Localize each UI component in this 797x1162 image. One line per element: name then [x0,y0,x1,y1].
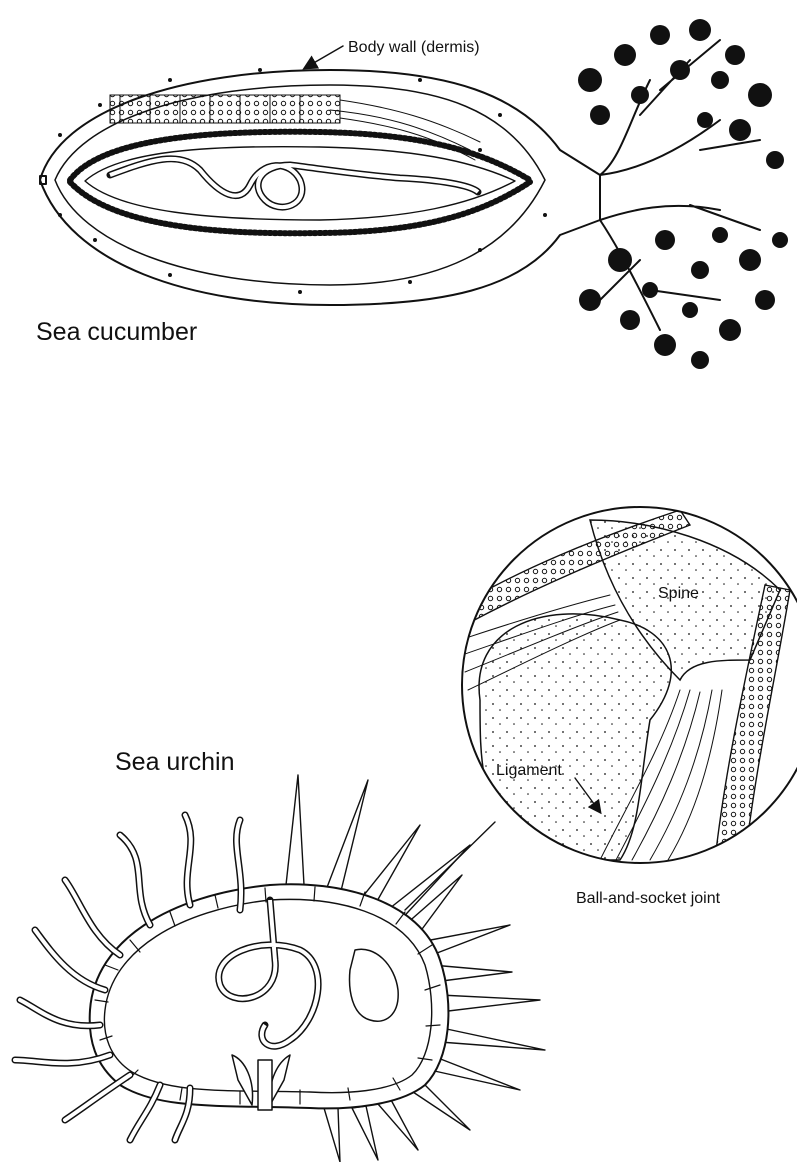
joint-caption: Ball-and-socket joint [576,890,721,907]
cucumber-mouth [40,176,46,184]
body-wall-label: Body wall (dermis) [348,39,480,56]
cucumber-respiratory-tree [578,19,788,369]
sea-urchin-drawing [15,775,545,1162]
sea-cucumber-drawing [40,19,788,369]
cucumber-upper-muscle-band [70,132,530,180]
body-wall-arrow [305,46,343,68]
urchin-joint-pointer [405,822,495,910]
cucumber-gonad-cells [110,95,480,160]
joint-detail [460,507,797,863]
spine-label: Spine [658,585,699,602]
sea-cucumber-title: Sea cucumber [36,318,197,346]
ligament-label: Ligament [496,762,562,779]
sea-urchin-title: Sea urchin [115,748,235,776]
